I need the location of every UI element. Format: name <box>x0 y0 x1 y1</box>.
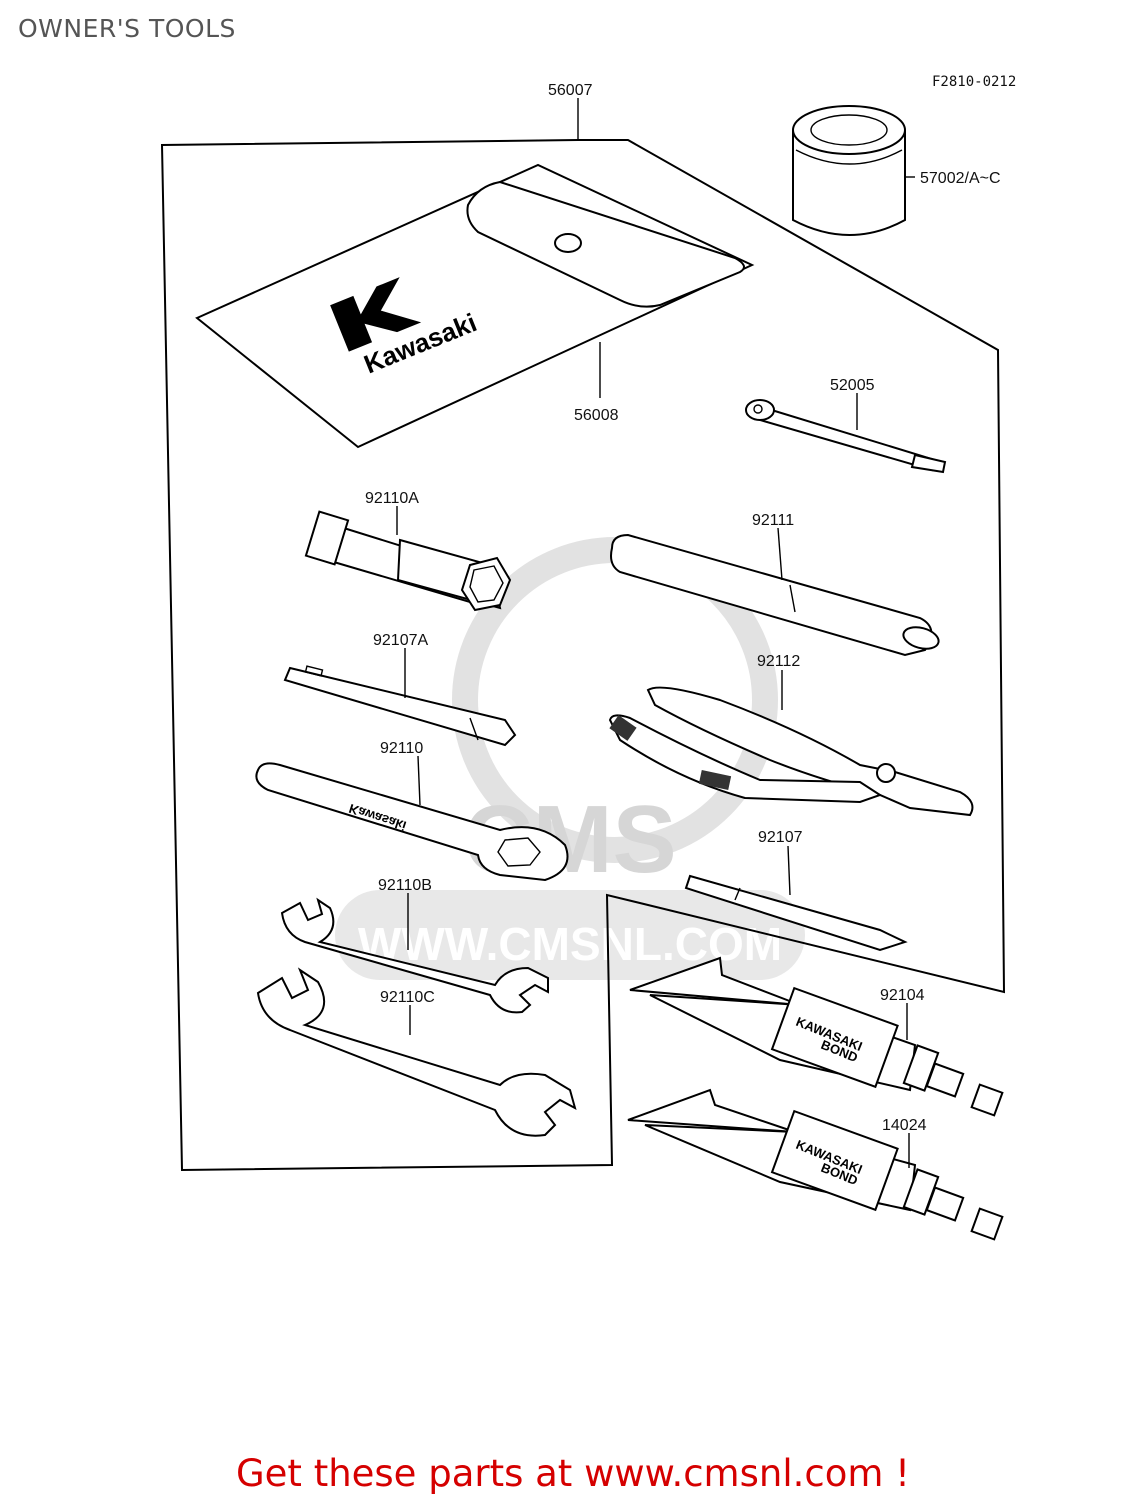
ring-spanner: Kawasaki <box>255 762 569 882</box>
part-label-14024: 14024 <box>882 1117 927 1134</box>
part-label-92110B: 92110B <box>378 877 432 894</box>
part-label-92104: 92104 <box>880 987 925 1004</box>
extension-handle <box>610 533 940 657</box>
part-label-92110A: 92110A <box>365 490 419 507</box>
pliers <box>608 686 974 817</box>
drawing-reference-code: F2810-0212 <box>932 74 1016 90</box>
parts-diagram: CMS WWW.CMSNL.COM Kawasaki <box>160 74 1016 1241</box>
part-label-92107: 92107 <box>758 829 803 846</box>
leader-lines <box>396 98 915 1168</box>
part-label-92111: 92111 <box>752 512 794 529</box>
cms-watermark: CMS WWW.CMSNL.COM <box>335 537 805 980</box>
part-label-92112: 92112 <box>757 653 800 670</box>
part-label-52005: 52005 <box>830 377 875 394</box>
phillips-screwdriver <box>684 874 908 952</box>
part-label-92110: 92110 <box>380 740 423 757</box>
kit-boundary <box>160 139 1006 1172</box>
bond-tube-1: KAWASAKI BOND <box>629 956 1004 1117</box>
part-label-56007: 56007 <box>548 82 593 99</box>
footer-cta-link[interactable]: Get these parts at www.cmsnl.com ! <box>235 1452 910 1495</box>
part-label-92110C: 92110C <box>380 989 435 1006</box>
part-label-57002: 57002/A~C <box>920 170 1001 187</box>
flat-screwdriver <box>283 665 517 747</box>
paint-can <box>792 105 906 236</box>
open-wrench-small <box>280 897 549 1014</box>
page-title: OWNER'S TOOLS <box>18 14 236 43</box>
box-spanner <box>304 510 512 612</box>
bond-tube-2: KAWASAKI BOND <box>627 1088 1004 1241</box>
open-wrench-large <box>256 967 577 1137</box>
part-label-92107A: 92107A <box>373 632 428 649</box>
part-label-56008: 56008 <box>574 407 619 424</box>
tool-pouch: Kawasaki <box>195 163 755 449</box>
spark-plug-wrench-handle <box>745 399 947 474</box>
